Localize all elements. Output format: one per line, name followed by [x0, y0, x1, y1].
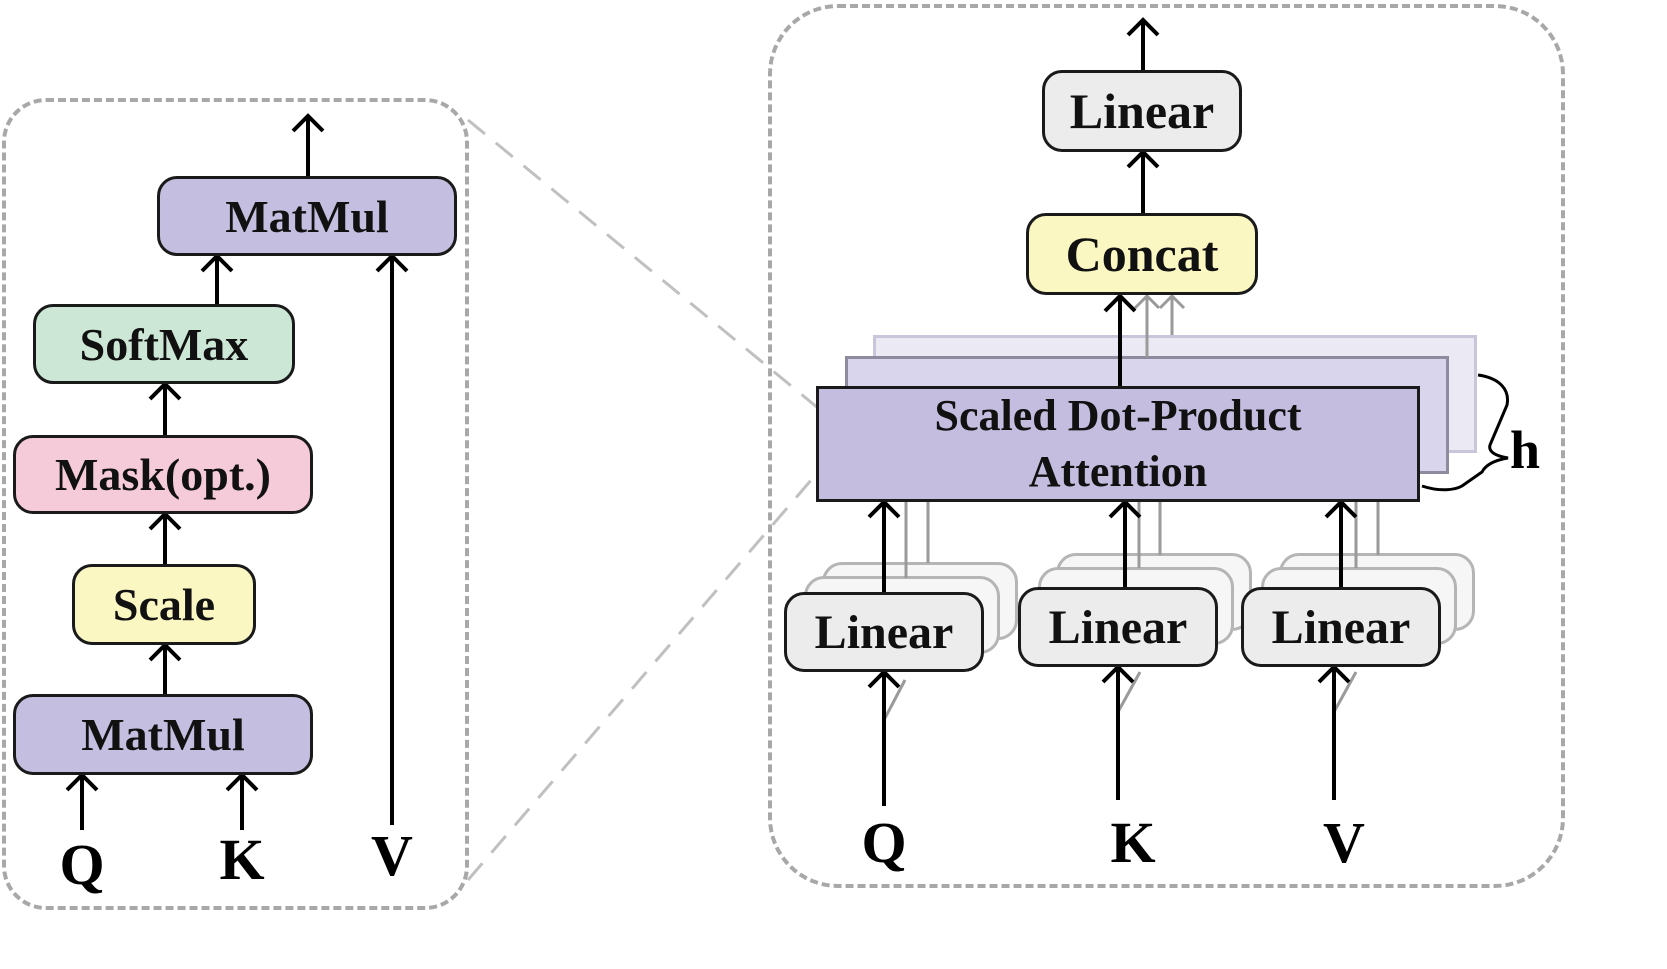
arrowhead-mask-to-softmax — [148, 381, 182, 401]
arrowhead-matmul-to-scale — [148, 642, 182, 662]
linear-k-block: Linear — [1018, 587, 1218, 667]
zoom-guide-bottom — [466, 471, 820, 881]
softmax-block: SoftMax — [33, 304, 295, 384]
arrowhead-v-to-matmul — [375, 253, 409, 273]
arrowhead-matmul-out — [291, 113, 325, 133]
right-input-q: Q — [861, 810, 907, 875]
heads-brace — [1421, 373, 1510, 492]
arrowhead-k-to-matmul — [225, 772, 259, 792]
multi-head-frame — [768, 4, 1565, 888]
matmul-bottom-block: MatMul — [13, 694, 313, 775]
concat-block: Concat — [1026, 213, 1258, 295]
head-input-k-2 — [1116, 671, 1142, 713]
scaled-dot-product-attention-block: Scaled Dot-Product Attention — [816, 386, 1420, 502]
head-input-v-2 — [1332, 671, 1358, 713]
linear-v-block: Linear — [1241, 587, 1441, 667]
matmul-top-block: MatMul — [157, 176, 457, 256]
left-input-v: V — [371, 823, 413, 888]
linear-output-block: Linear — [1042, 70, 1242, 152]
head-input-q-2 — [882, 679, 907, 721]
arrowhead-scale-to-mask — [148, 511, 182, 531]
left-input-q: Q — [59, 832, 105, 897]
mask-block: Mask(opt.) — [13, 435, 313, 514]
scaled-dot-product-frame — [2, 98, 469, 910]
scale-block: Scale — [72, 564, 256, 645]
right-input-v: V — [1323, 810, 1365, 875]
left-input-k: K — [219, 827, 265, 892]
heads-label: h — [1509, 420, 1541, 480]
right-input-k: K — [1110, 810, 1156, 875]
zoom-guide-top — [467, 118, 819, 410]
arrowhead-softmax-to-matmul — [200, 253, 234, 273]
arrowhead-q-to-matmul — [65, 772, 99, 792]
linear-q-block: Linear — [784, 592, 984, 672]
